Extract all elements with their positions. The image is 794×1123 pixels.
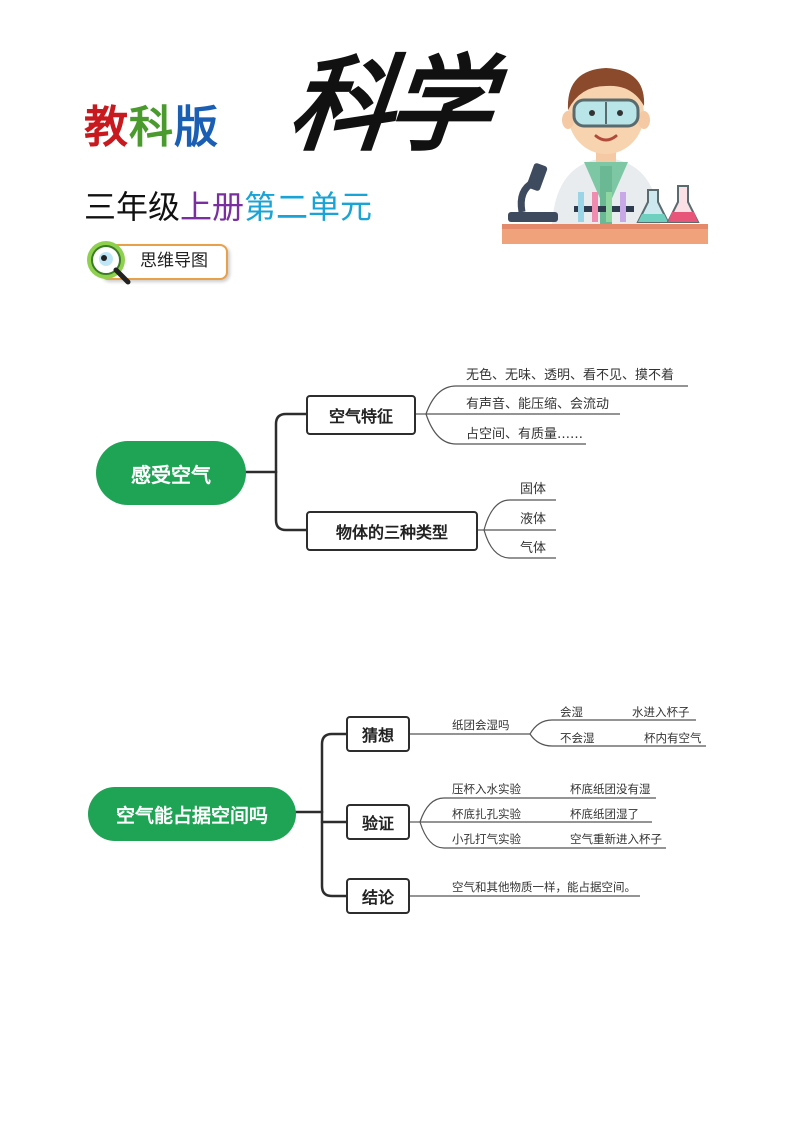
subtitle-volume: 上册 — [180, 188, 245, 226]
mindmap-badge: 思维导图 — [84, 238, 228, 285]
map2-verify-experiment: 压杯入水实验 — [452, 782, 521, 796]
subtitle-grade: 三年级 — [84, 188, 181, 226]
badge-label: 思维导图 — [140, 251, 208, 271]
map2-branch-guess: 猜想 — [346, 716, 410, 752]
map1-branch-air-features: 空气特征 — [306, 395, 416, 435]
map1-leaf: 无色、无味、透明、看不见、摸不着 — [466, 368, 675, 383]
map2-root-node: 空气能占据空间吗 — [88, 787, 296, 841]
map2-verify-result: 杯底纸团湿了 — [570, 807, 639, 821]
subtitle-unit: 第二单元 — [244, 188, 373, 226]
map2-guess-reason: 杯内有空气 — [644, 731, 702, 745]
map2-guess-reason: 水进入杯子 — [632, 705, 690, 719]
brand-title: 教科版 — [84, 100, 219, 156]
map1-root-node: 感受空气 — [96, 441, 246, 505]
map2-verify-experiment: 小孔打气实验 — [452, 832, 521, 846]
magnifier-icon — [87, 241, 131, 285]
brand-char-1: 教 — [84, 102, 129, 153]
brand-char-2: 科 — [129, 102, 174, 153]
map2-guess-answer: 不会湿 — [560, 731, 595, 745]
map2-guess-answer: 会湿 — [560, 705, 583, 719]
map2-verify-experiment: 杯底扎孔实验 — [452, 807, 521, 821]
map2-verify-result: 杯底纸团没有湿 — [570, 782, 651, 796]
map1-leaf: 有声音、能压缩、会流动 — [466, 397, 610, 412]
map2-branch-verify: 验证 — [346, 804, 410, 840]
map2-guess-question: 纸团会湿吗 — [452, 718, 510, 732]
map2-branch-conclusion: 结论 — [346, 878, 410, 914]
map1-leaf: 气体 — [520, 541, 547, 556]
map1-leaf: 固体 — [520, 482, 547, 497]
map1-branch-three-types: 物体的三种类型 — [306, 511, 478, 551]
map1-leaf: 液体 — [520, 512, 547, 527]
subtitle: 三年级上册第二单元 — [84, 185, 372, 229]
scientist-illustration — [502, 68, 708, 244]
map2-conclusion-text: 空气和其他物质一样，能占据空间。 — [452, 880, 636, 894]
map1-leaf: 占空间、有质量…… — [466, 427, 584, 442]
map2-verify-result: 空气重新进入杯子 — [570, 832, 662, 846]
brand-char-3: 版 — [174, 102, 219, 153]
